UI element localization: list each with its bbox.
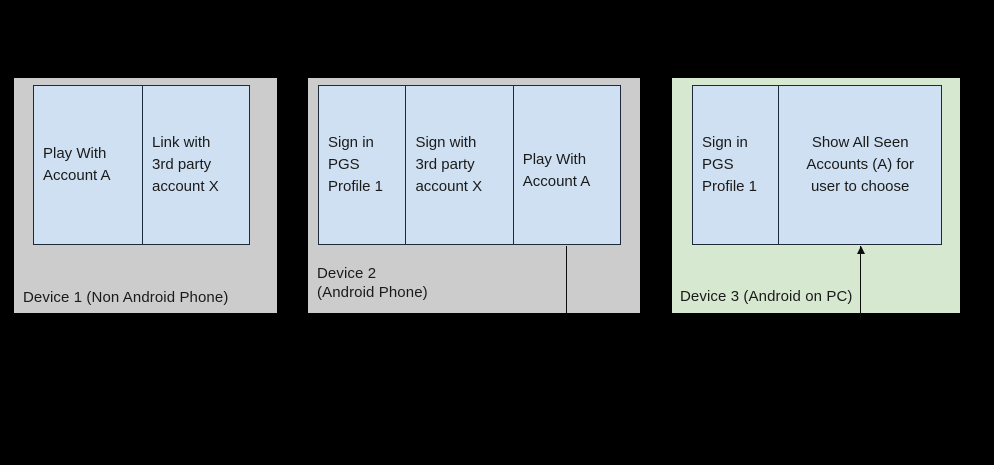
arrow-head [856,246,865,254]
arrow-shaft [860,246,861,320]
device-1-step-row: Play With Account A Link with 3rd party … [33,85,250,245]
device-2-step-row: Sign in PGS Profile 1 Sign with 3rd part… [318,85,621,245]
device-1-label: Device 1 (Non Android Phone) [23,289,229,306]
step-box-link-3rd-party-d1[interactable]: Link with 3rd party account X [141,86,249,244]
step-box-play-with-account-a-d1[interactable]: Play With Account A [34,86,142,244]
step-box-sign-in-pgs-profile-1-d2[interactable]: Sign in PGS Profile 1 [319,86,406,244]
step-box-play-with-account-a-d2[interactable]: Play With Account A [512,86,620,244]
device-3-step-row: Sign in PGS Profile 1 Show All Seen Acco… [692,85,942,245]
step-box-sign-with-3rd-party-d2[interactable]: Sign with 3rd party account X [405,86,513,244]
step-box-sign-in-pgs-profile-1-d3[interactable]: Sign in PGS Profile 1 [693,86,779,244]
device-3-label: Device 3 (Android on PC) [680,288,853,305]
device-2-outflow-connector [566,246,567,313]
device-2-label: Device 2 (Android Phone) [317,265,428,301]
step-box-show-all-seen-accounts-d3[interactable]: Show All Seen Accounts (A) for user to c… [778,86,941,244]
